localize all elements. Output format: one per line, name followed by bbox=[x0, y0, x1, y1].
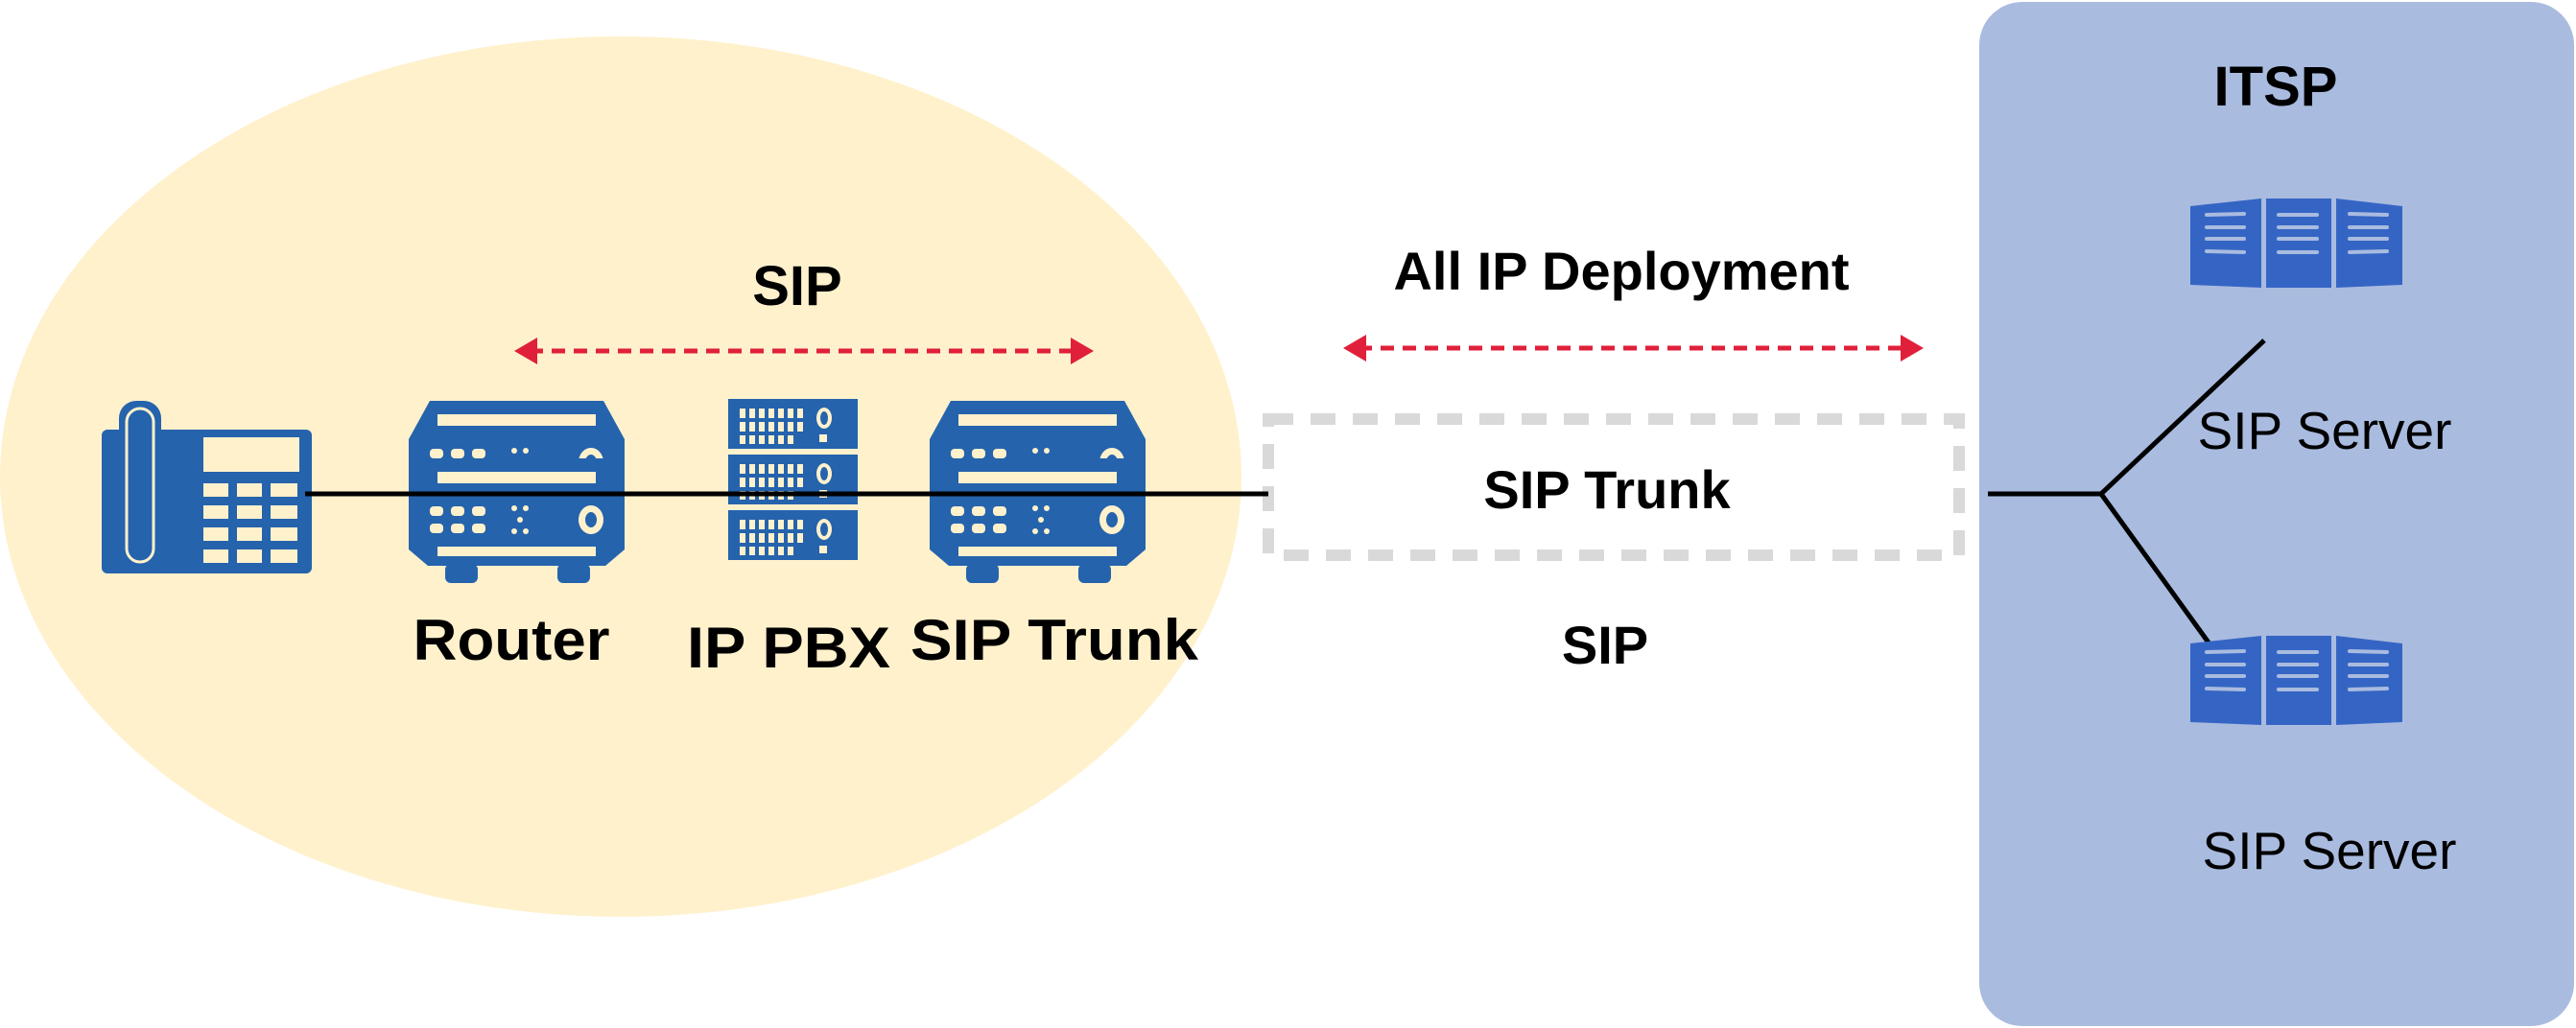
router-label: Router bbox=[414, 608, 610, 672]
arrowhead-right-icon bbox=[1901, 335, 1924, 362]
arrowhead-right-icon bbox=[1071, 338, 1094, 364]
itsp-links bbox=[1988, 339, 2266, 668]
sip-trunk-device-label: SIP Trunk bbox=[910, 608, 1199, 672]
sip-server-label: SIP Server bbox=[2203, 821, 2457, 880]
sip-trunk-tunnel bbox=[1263, 413, 1965, 561]
itsp-zone bbox=[1979, 2, 2574, 1026]
router-icon bbox=[409, 401, 625, 583]
server-icon bbox=[2188, 197, 2404, 290]
lan-protocol-label: SIP bbox=[752, 255, 842, 317]
arrowhead-left-icon bbox=[514, 338, 537, 364]
sip-trunk-device-icon bbox=[930, 401, 1146, 583]
ip-pbx-label: IP PBX bbox=[687, 616, 890, 680]
trunk-label: SIP Trunk bbox=[1483, 459, 1731, 520]
arrowhead-left-icon bbox=[1343, 335, 1366, 362]
ip-pbx-icon bbox=[728, 399, 858, 560]
deployment-label: All IP Deployment bbox=[1393, 241, 1849, 301]
sip-server-label: SIP Server bbox=[2198, 401, 2452, 460]
desk-phone-icon bbox=[102, 401, 312, 573]
trunk-protocol-label: SIP bbox=[1562, 615, 1648, 675]
server-icon bbox=[2188, 634, 2404, 727]
itsp-title: ITSP bbox=[2214, 56, 2338, 118]
